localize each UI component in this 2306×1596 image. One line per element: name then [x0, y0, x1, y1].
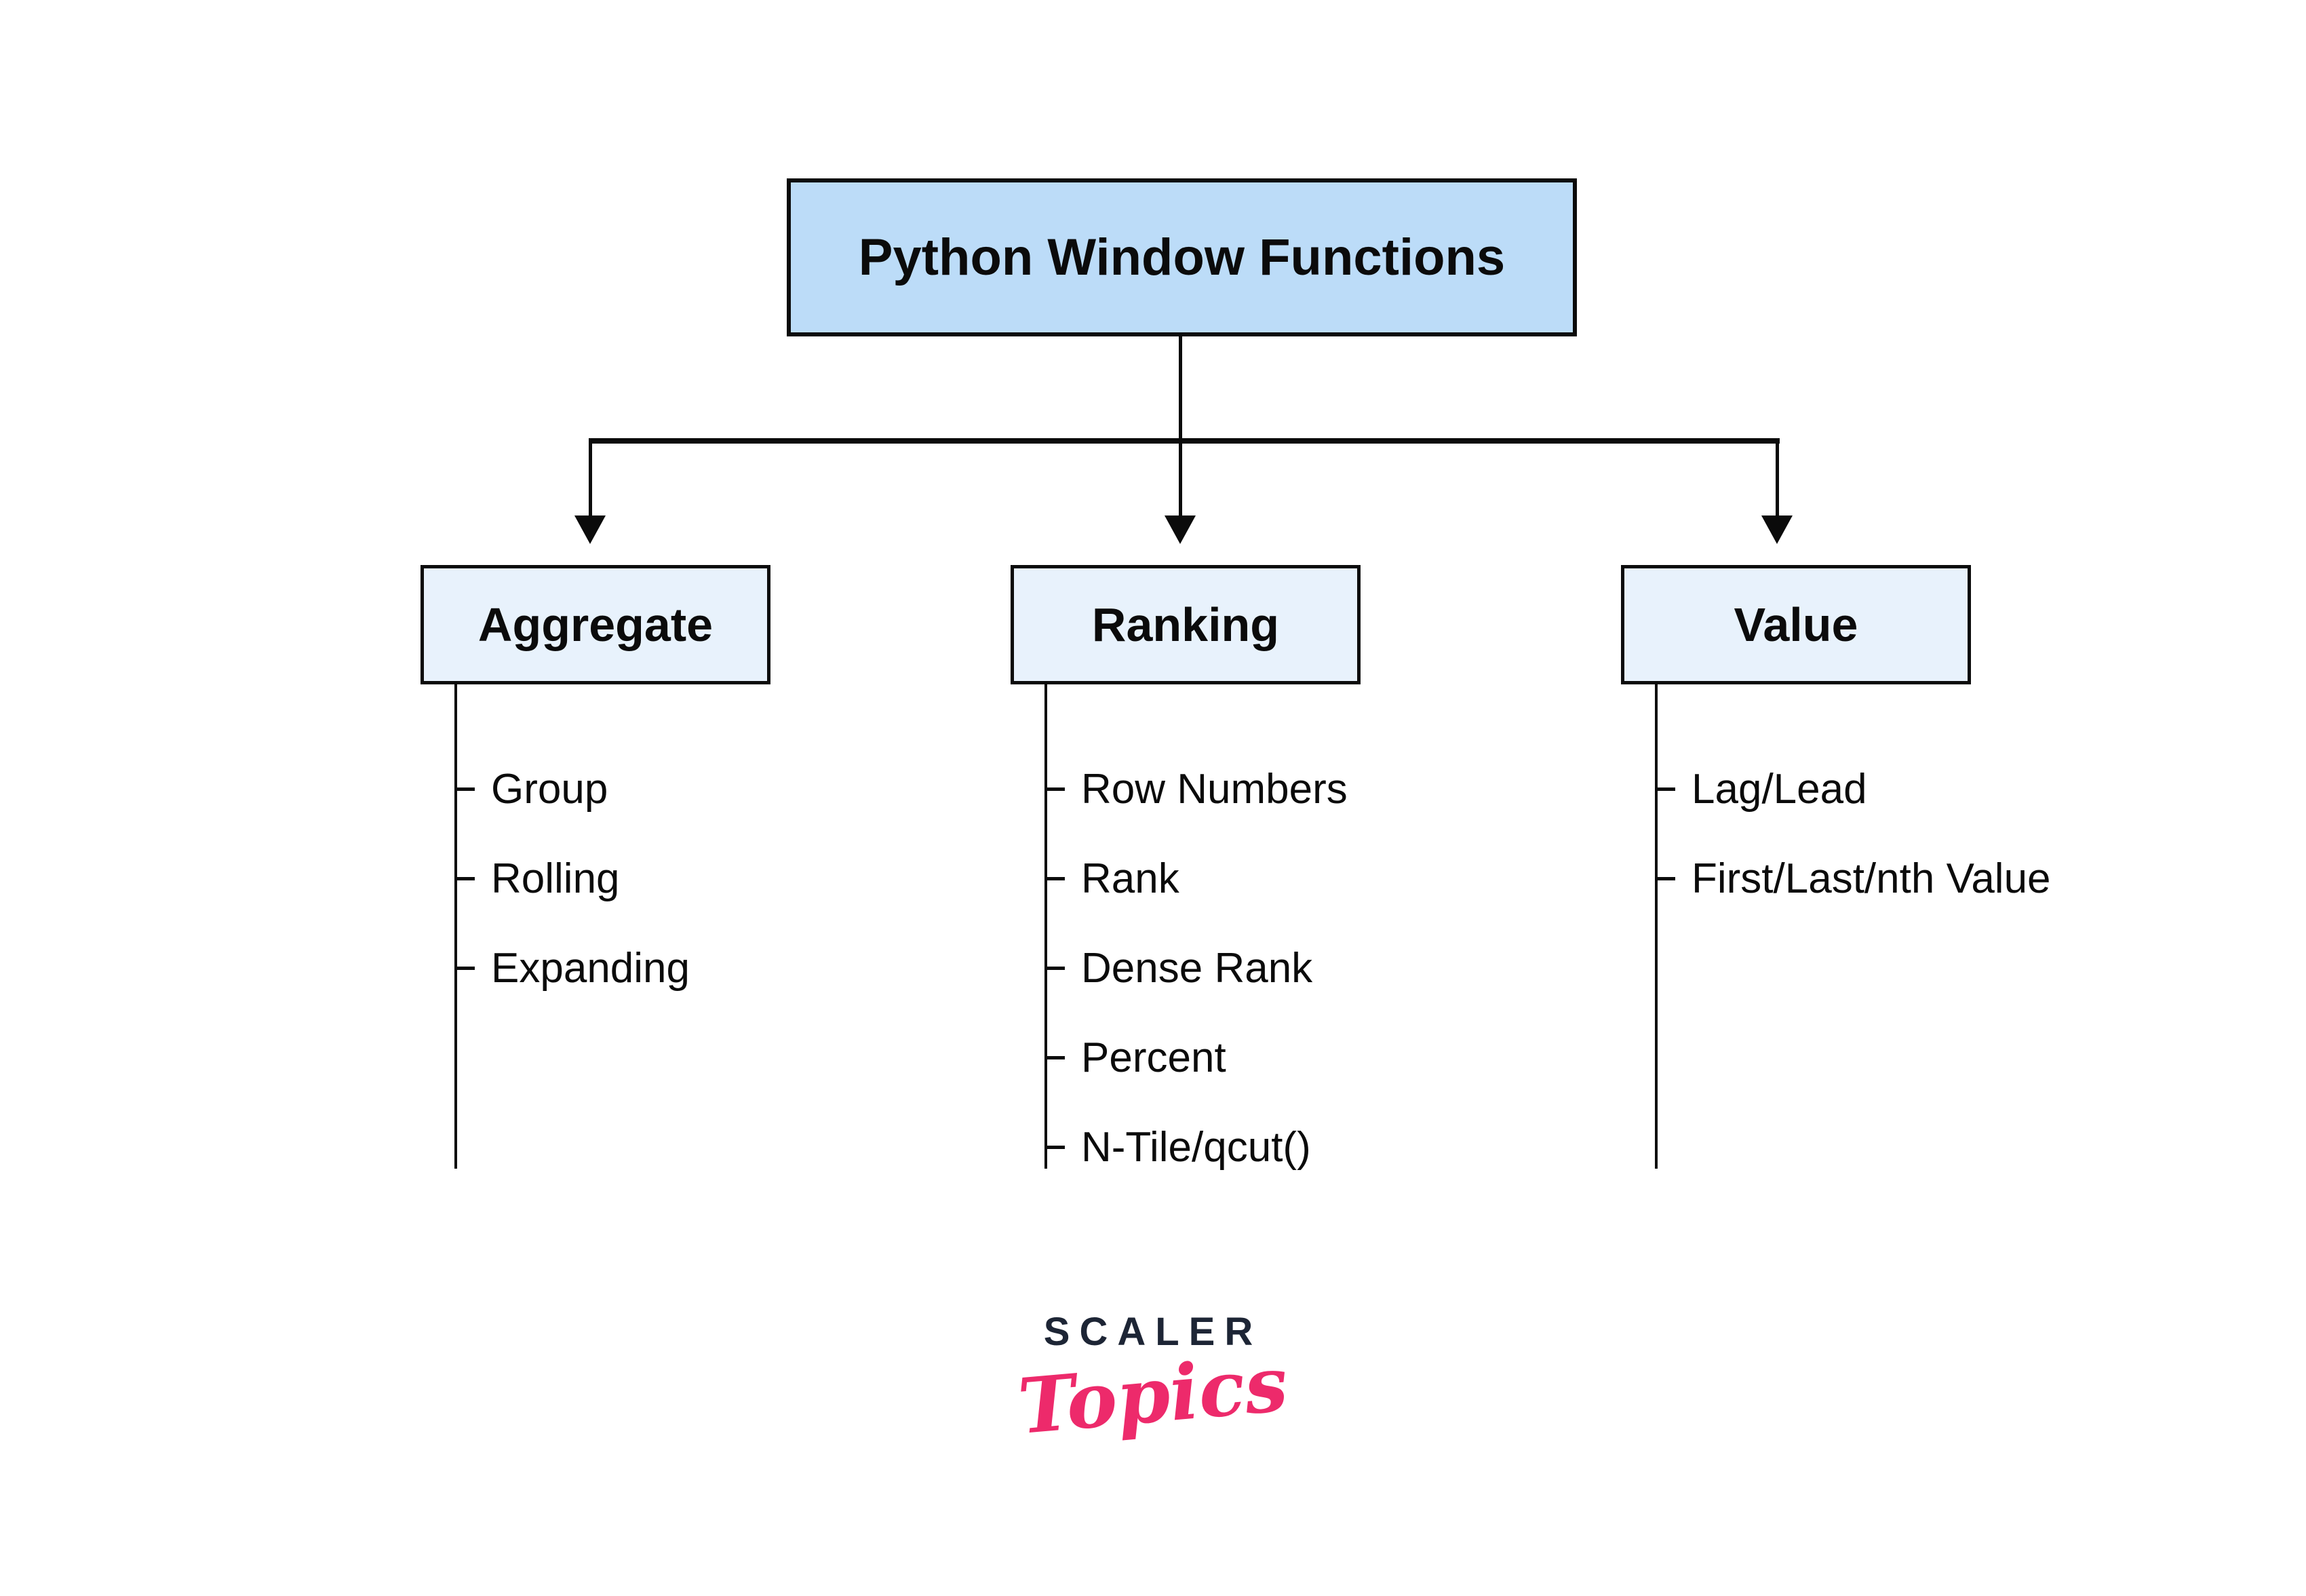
- item-tick: [1044, 966, 1065, 970]
- connector-horizontal-bar: [589, 438, 1780, 444]
- item-tick: [454, 787, 475, 791]
- item-list-aggregate: Group Rolling Expanding: [454, 744, 1011, 1013]
- node-value: Value: [1621, 565, 1971, 684]
- branch-line-aggregate: [454, 684, 457, 1169]
- list-item: Group: [454, 744, 1011, 834]
- item-tick: [1655, 787, 1675, 791]
- list-item-label: Group: [491, 765, 608, 813]
- list-item: Row Numbers: [1044, 744, 1601, 834]
- node-python-window-functions: Python Window Functions: [787, 178, 1577, 336]
- item-list-ranking: Row Numbers Rank Dense Rank Percent N-Ti…: [1044, 744, 1601, 1192]
- list-item-label: First/Last/nth Value: [1692, 855, 2051, 902]
- list-item-label: Rank: [1081, 855, 1179, 902]
- arrow-down-icon: [1761, 515, 1793, 544]
- list-item-label: Expanding: [491, 944, 690, 992]
- item-tick: [454, 876, 475, 880]
- connector-stem-center: [1179, 336, 1182, 517]
- branch-line-value: [1655, 684, 1658, 1169]
- connector-stem-left: [589, 441, 592, 517]
- list-item-label: Row Numbers: [1081, 765, 1348, 813]
- node-value-label: Value: [1734, 598, 1858, 651]
- item-tick: [1044, 1055, 1065, 1059]
- list-item: Expanding: [454, 923, 1011, 1013]
- list-item-label: Rolling: [491, 855, 620, 902]
- list-item: Percent: [1044, 1013, 1601, 1102]
- list-item: Rolling: [454, 834, 1011, 923]
- node-ranking: Ranking: [1011, 565, 1361, 684]
- list-item: Dense Rank: [1044, 923, 1601, 1013]
- branch-line-ranking: [1044, 684, 1047, 1169]
- node-aggregate: Aggregate: [421, 565, 770, 684]
- list-item-label: Lag/Lead: [1692, 765, 1867, 813]
- item-tick: [1044, 876, 1065, 880]
- arrow-down-icon: [1165, 515, 1196, 544]
- scaler-topics-logo: SCALER Topics: [950, 1309, 1356, 1452]
- list-item: N-Tile/qcut(): [1044, 1102, 1601, 1192]
- list-item: First/Last/nth Value: [1655, 834, 2211, 923]
- logo-script-text: Topics: [1015, 1339, 1291, 1452]
- node-ranking-label: Ranking: [1091, 598, 1280, 651]
- item-tick: [1044, 1145, 1065, 1149]
- list-item: Rank: [1044, 834, 1601, 923]
- item-tick: [454, 966, 475, 970]
- node-aggregate-label: Aggregate: [477, 598, 714, 651]
- arrow-down-icon: [574, 515, 606, 544]
- item-list-value: Lag/Lead First/Last/nth Value: [1655, 744, 2211, 923]
- item-tick: [1044, 787, 1065, 791]
- list-item-label: Percent: [1081, 1034, 1226, 1081]
- list-item-label: Dense Rank: [1081, 944, 1313, 992]
- item-tick: [1655, 876, 1675, 880]
- logo-brand-text: SCALER: [1043, 1310, 1263, 1354]
- connector-stem-right: [1776, 441, 1779, 517]
- list-item-label: N-Tile/qcut(): [1081, 1123, 1311, 1171]
- list-item: Lag/Lead: [1655, 744, 2211, 834]
- root-node-label: Python Window Functions: [858, 229, 1506, 286]
